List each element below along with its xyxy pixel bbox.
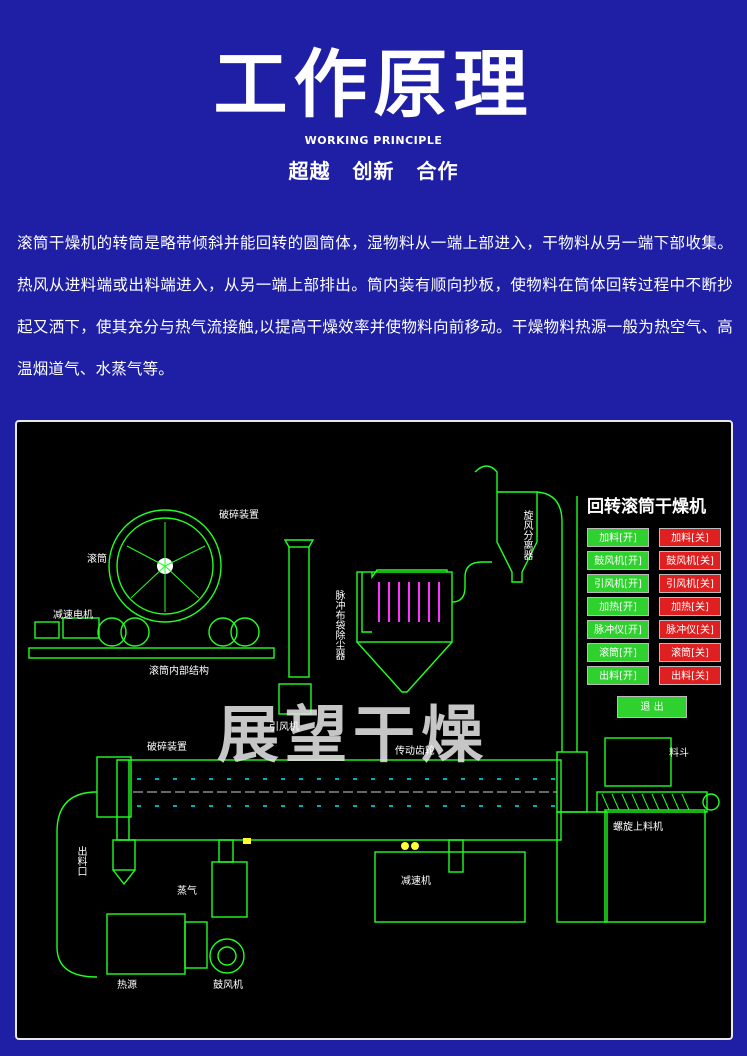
label-reducer: 减速机 <box>401 876 431 887</box>
label-crusher-top: 破碎装置 <box>219 510 259 521</box>
label-discharge: 出料口 <box>75 846 86 876</box>
label-drive-gear: 传动齿轮 <box>395 746 435 757</box>
discharge-off-button[interactable]: 出料[关] <box>659 666 721 685</box>
label-steam: 蒸气 <box>177 886 197 897</box>
heating-off-button[interactable]: 加热[关] <box>659 597 721 616</box>
pulse-off-button[interactable]: 脉冲仪[关] <box>659 620 721 639</box>
label-pulse-collector: 脉冲布袋除尘器 <box>333 590 344 660</box>
label-drum-internal: 滚筒内部结构 <box>149 666 209 677</box>
exit-button[interactable]: 退 出 <box>617 696 687 718</box>
control-panel-title: 回转滚筒干燥机 <box>587 497 706 517</box>
heating-on-button[interactable]: 加热[开] <box>587 597 649 616</box>
description-text: 滚筒干燥机的转筒是略带倾斜并能回转的圆筒体，湿物料从一端上部进入，干物料从另一端… <box>17 234 733 378</box>
label-heat-source: 热源 <box>117 980 137 991</box>
discharge-on-button[interactable]: 出料[开] <box>587 666 649 685</box>
label-screw-feeder: 螺旋上料机 <box>613 822 663 833</box>
pulse-on-button[interactable]: 脉冲仪[开] <box>587 620 649 639</box>
induced-fan-off-button[interactable]: 引风机[关] <box>659 574 721 593</box>
process-diagram-drawing <box>28 465 720 978</box>
label-crusher-main: 破碎装置 <box>147 742 187 753</box>
page-title: 工作原理 <box>213 42 534 128</box>
label-reducer-motor: 减速电机 <box>53 610 93 621</box>
page-subtitle: WORKING PRINCIPLE <box>304 134 443 147</box>
watermark: 展望干燥 <box>217 698 490 771</box>
label-cyclone: 旋风分离器 <box>521 510 532 560</box>
label-hopper: 料斗 <box>669 748 689 759</box>
blower-on-button[interactable]: 鼓风机[开] <box>587 551 649 570</box>
tagline: 超越 创新 合作 <box>288 159 459 183</box>
drum-off-button[interactable]: 滚筒[关] <box>659 643 721 662</box>
label-drum: 滚筒 <box>87 554 107 565</box>
label-blower: 鼓风机 <box>213 980 243 991</box>
induced-fan-on-button[interactable]: 引风机[开] <box>587 574 649 593</box>
feed-on-button[interactable]: 加料[开] <box>587 528 649 547</box>
feed-off-button[interactable]: 加料[关] <box>659 528 721 547</box>
drum-on-button[interactable]: 滚筒[开] <box>587 643 649 662</box>
label-induced-fan: 引风机 <box>269 722 299 733</box>
blower-off-button[interactable]: 鼓风机[关] <box>659 551 721 570</box>
diagram-panel: 展望干燥 破碎装置 滚筒 减速电机 滚筒内部结构 脉冲布袋除尘器 旋风分离器 引… <box>15 420 733 1040</box>
